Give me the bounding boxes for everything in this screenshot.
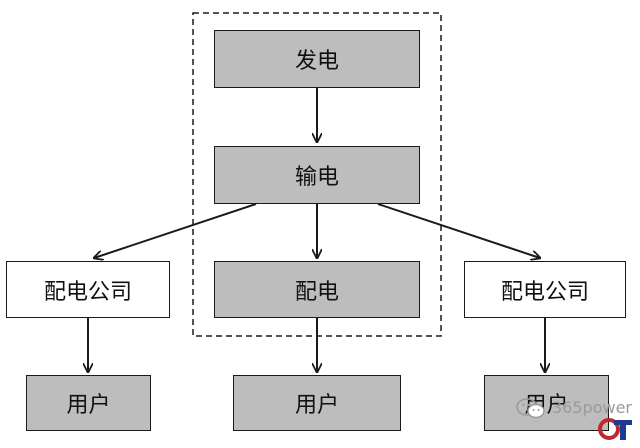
node-dist-company-right-label: 配电公司 xyxy=(500,279,589,305)
edge-transmission-to-company-left xyxy=(94,203,257,258)
node-distribution-label: 配电 xyxy=(294,279,339,305)
node-generation-label: 发电 xyxy=(294,49,339,74)
node-transmission-label: 输电 xyxy=(294,165,339,190)
node-user-center-label: 用户 xyxy=(294,393,339,418)
node-dist-company-right: 配电公司 xyxy=(464,261,626,318)
node-distribution: 配电 xyxy=(214,261,420,318)
ot-logo-icon xyxy=(598,418,632,440)
node-generation: 发电 xyxy=(214,30,420,88)
node-user-left-label: 用户 xyxy=(66,393,111,418)
node-user-center: 用户 xyxy=(233,375,401,431)
watermark-text: 365power xyxy=(552,398,632,417)
node-user-left: 用户 xyxy=(26,375,151,431)
node-dist-company-left-label: 配电公司 xyxy=(43,279,132,305)
edge-transmission-to-company-right xyxy=(377,203,540,258)
node-dist-company-left: 配电公司 xyxy=(6,261,170,318)
wechat-icon xyxy=(516,398,545,419)
node-transmission: 输电 xyxy=(214,146,420,204)
